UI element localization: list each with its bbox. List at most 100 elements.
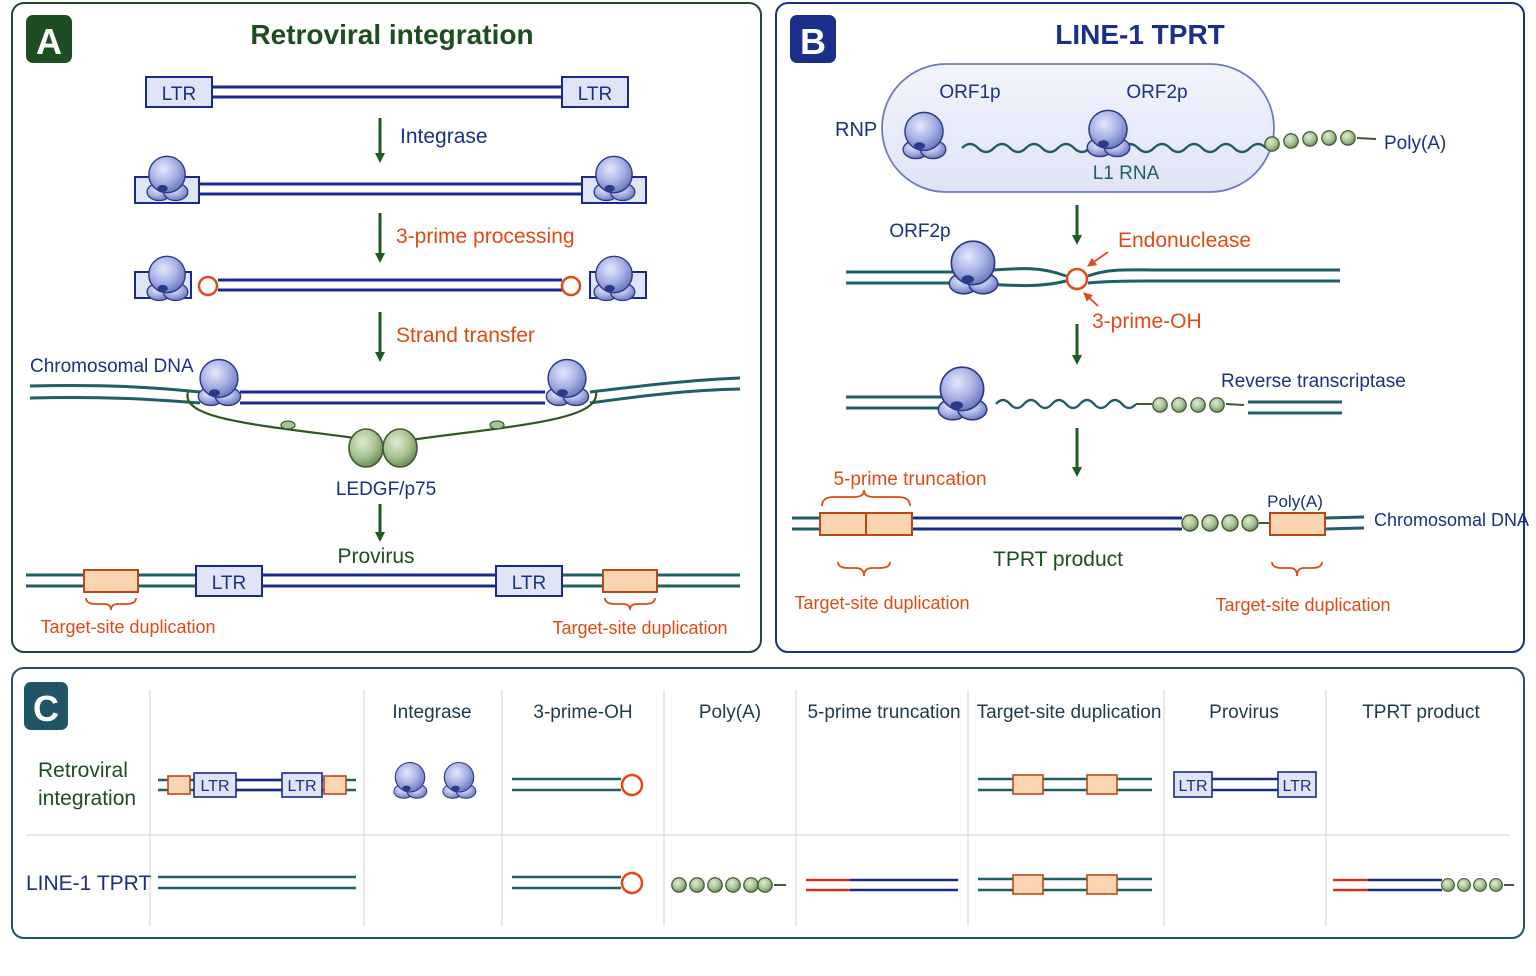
ltr-box bbox=[195, 565, 263, 597]
tprt-product-label: TPRT product bbox=[993, 548, 1123, 571]
ltr-left-label: LTR bbox=[162, 84, 196, 105]
step-processing-label: 3-prime processing bbox=[396, 225, 575, 248]
truncation-bracket bbox=[821, 489, 911, 507]
tsd-bracket bbox=[837, 561, 891, 577]
tsd-b-left-label: Target-site duplication bbox=[794, 593, 969, 613]
ltr-box bbox=[495, 565, 563, 597]
panel-a: A Retroviral integration LTR LTR Integra… bbox=[11, 2, 762, 653]
orf1p-label: ORF1p bbox=[939, 82, 1000, 103]
tprt-product bbox=[792, 512, 1365, 577]
ltr-box bbox=[145, 76, 213, 108]
ltr-box bbox=[281, 772, 323, 798]
tsd-b-right-label: Target-site duplication bbox=[1215, 595, 1390, 615]
tsd-bracket bbox=[1271, 561, 1323, 577]
table-grid bbox=[26, 690, 1510, 926]
provirus-product: LTR LTR bbox=[26, 565, 740, 611]
integrase-protein bbox=[393, 761, 428, 799]
ltr-box bbox=[1277, 771, 1317, 798]
provirus-ltr-right: LTR bbox=[512, 573, 546, 594]
panel-b-badge bbox=[790, 15, 836, 63]
cell-truncation bbox=[806, 878, 958, 892]
ltr-right-label: LTR bbox=[578, 84, 612, 105]
panel-c-badge bbox=[24, 682, 68, 730]
ledgf-label: LEDGF/p75 bbox=[336, 479, 436, 500]
panel-b: B LINE-1 TPRT RNP ORF1p ORF2p Poly(A) L1… bbox=[775, 2, 1529, 653]
col-header: Provirus bbox=[1209, 702, 1279, 723]
polya-top-label: Poly(A) bbox=[1384, 133, 1446, 154]
cell-retroviral-scheme: LTR LTR bbox=[158, 772, 356, 798]
provirus-label: Provirus bbox=[337, 545, 414, 568]
integrase-protein bbox=[545, 358, 590, 407]
three-prime-oh-label: 3-prime-OH bbox=[1092, 310, 1202, 333]
three-prime-oh-marker bbox=[560, 275, 582, 297]
rnp-label: RNP bbox=[835, 119, 877, 141]
panel-a-badge bbox=[26, 15, 72, 63]
endonuclease-step bbox=[846, 240, 1340, 307]
table-header: Integrase 3-prime-OH Poly(A) 5-prime tru… bbox=[392, 702, 1480, 723]
provirus-ltr-left: LTR bbox=[212, 573, 246, 594]
row-line1-label: LINE-1 TPRT bbox=[26, 872, 151, 895]
polya-tail bbox=[1264, 130, 1377, 152]
polya-product-label: Poly(A) bbox=[1267, 492, 1323, 511]
ltr-label: LTR bbox=[200, 778, 229, 795]
panel-b-frame bbox=[775, 2, 1525, 653]
three-prime-oh-marker bbox=[197, 275, 219, 297]
integrase-protein bbox=[593, 155, 636, 202]
ltr-box bbox=[1173, 771, 1213, 798]
cell-line1-scheme bbox=[158, 875, 356, 890]
cell-3oh-line1 bbox=[512, 871, 644, 895]
cell-integrase bbox=[393, 761, 477, 799]
viral-dna-step1: LTR LTR bbox=[145, 76, 629, 108]
tsd-bracket bbox=[85, 597, 137, 611]
cell-tsd-retroviral bbox=[978, 774, 1152, 795]
l1-rna-label: L1 RNA bbox=[1093, 163, 1160, 184]
integrase-protein bbox=[442, 761, 477, 799]
panel-a-frame bbox=[11, 2, 762, 653]
ltr-label: LTR bbox=[287, 778, 316, 795]
chromosomal-dna-b-label: Chromosomal DNA bbox=[1374, 510, 1529, 530]
ltr-box bbox=[561, 76, 629, 108]
panel-c-frame bbox=[11, 667, 1525, 939]
reverse-transcriptase-label: Reverse transcriptase bbox=[1221, 371, 1406, 392]
col-header: Integrase bbox=[392, 702, 471, 723]
integrase-protein bbox=[146, 155, 189, 202]
cell-provirus: LTR LTR bbox=[1173, 771, 1317, 798]
cell-tprt-product bbox=[1333, 878, 1514, 892]
integrase-protein bbox=[197, 358, 242, 407]
orf2p-label: ORF2p bbox=[1126, 82, 1187, 103]
col-header: 3-prime-OH bbox=[533, 702, 632, 723]
ledgf-protein bbox=[348, 428, 418, 468]
viral-dna-step3 bbox=[134, 255, 647, 302]
cell-polya bbox=[671, 877, 786, 893]
orf2p-bind-label: ORF2p bbox=[889, 221, 950, 242]
tsd-box bbox=[865, 512, 913, 536]
chromosomal-dna-label: Chromosomal DNA bbox=[30, 356, 194, 377]
orf2p-protein bbox=[1086, 109, 1131, 158]
col-header: 5-prime truncation bbox=[807, 702, 960, 723]
nick-site-marker bbox=[1065, 267, 1089, 291]
tsd-box bbox=[83, 569, 139, 593]
cell-tsd-line1 bbox=[978, 874, 1152, 895]
panel-b-badge-letter: B bbox=[800, 21, 826, 62]
orf2p-protein bbox=[948, 240, 999, 295]
tsd-left-label: Target-site duplication bbox=[40, 617, 215, 637]
rnp-capsule bbox=[881, 63, 1275, 193]
panel-c: C Integrase 3-prime-OH Poly(A) 5-prime t… bbox=[11, 667, 1525, 939]
panel-a-badge-letter: A bbox=[36, 21, 62, 62]
tsd-bracket bbox=[604, 597, 656, 611]
orf1p-protein bbox=[902, 111, 947, 160]
reverse-transcriptase-protein bbox=[937, 366, 988, 421]
ltr-box bbox=[193, 772, 237, 798]
tsd-box bbox=[1269, 512, 1326, 536]
five-prime-truncation-label: 5-prime truncation bbox=[833, 469, 986, 490]
col-header: Target-site duplication bbox=[977, 702, 1162, 723]
step-transfer-label: Strand transfer bbox=[396, 324, 535, 347]
col-header: Poly(A) bbox=[699, 702, 761, 723]
cell-3oh-retroviral bbox=[512, 773, 644, 797]
row-retroviral-label: Retroviral bbox=[38, 759, 128, 782]
col-header: TPRT product bbox=[1362, 702, 1480, 723]
row-retroviral-label-2: integration bbox=[38, 787, 136, 810]
strand-transfer-complex bbox=[29, 358, 741, 468]
panel-a-title: Retroviral integration bbox=[250, 19, 533, 50]
